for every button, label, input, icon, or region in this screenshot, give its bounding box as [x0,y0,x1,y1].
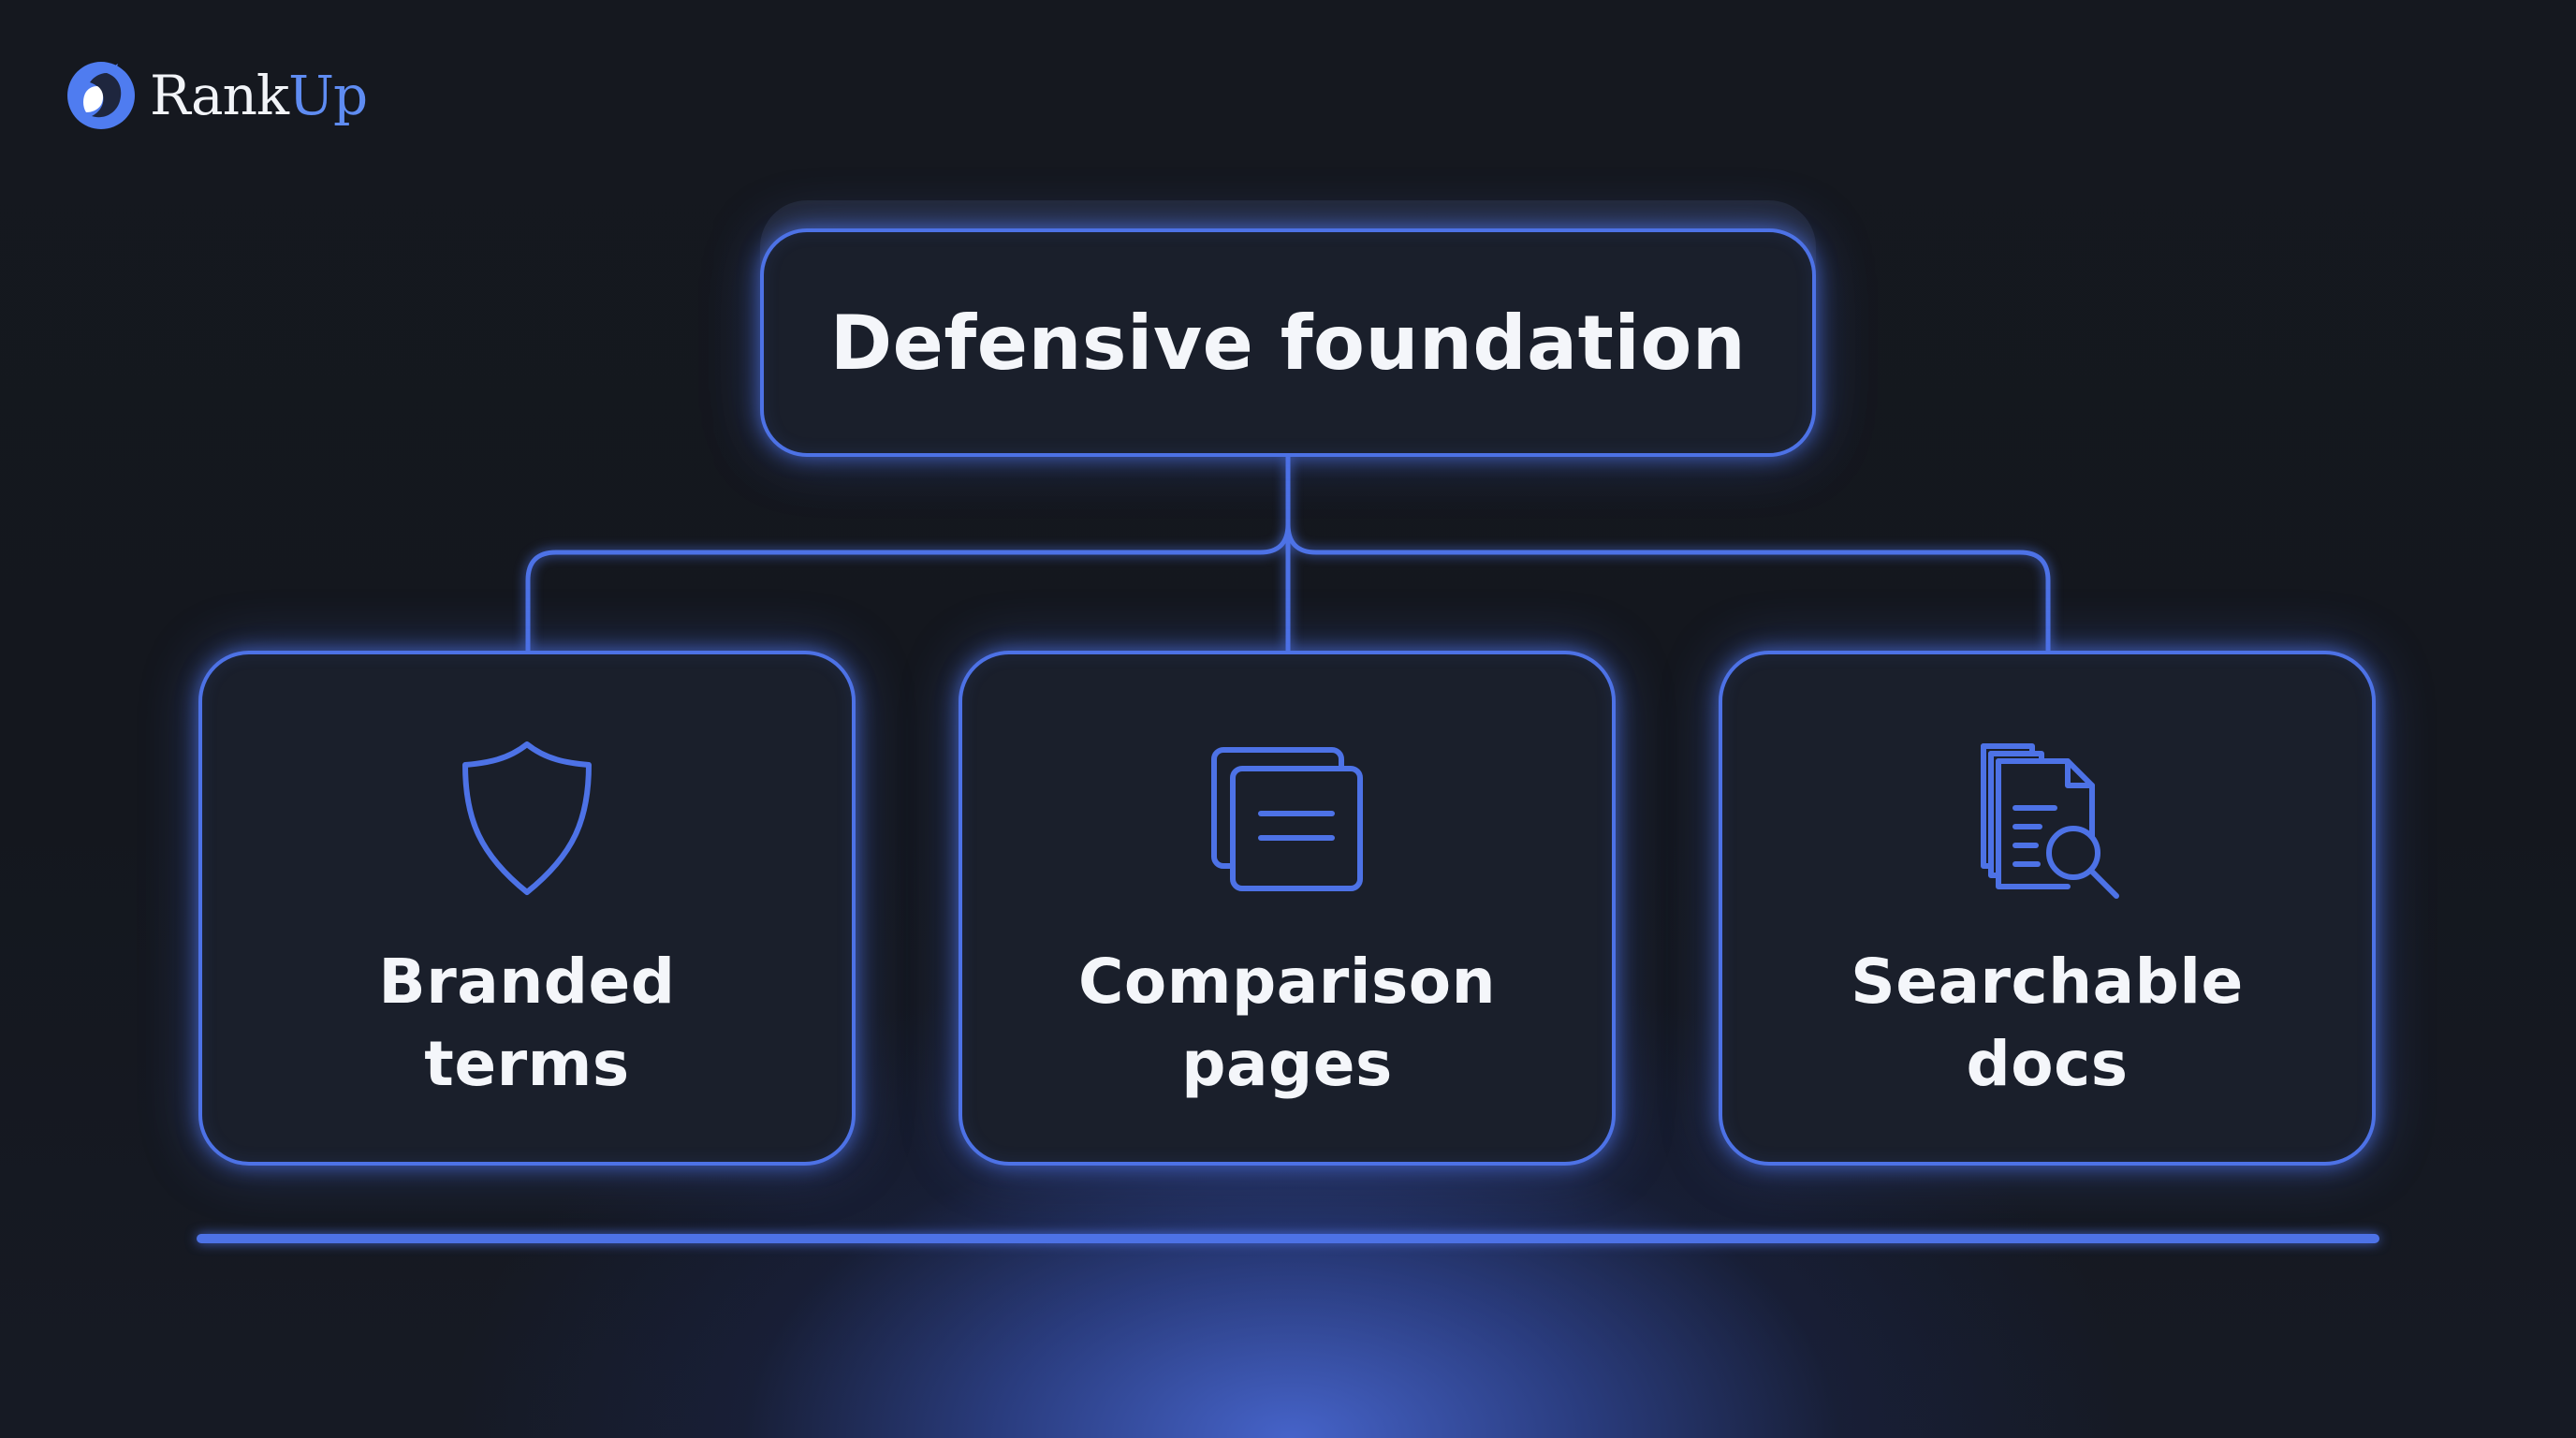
child-node-branded-terms: Branded terms [198,651,856,1166]
child-label-line1: Comparison [1077,946,1497,1018]
brand-logo: RankUp [66,58,368,133]
connector-right-branch [1285,521,2051,653]
root-node-title: Defensive foundation [829,299,1747,387]
child-label-line1: Searchable [1851,946,2244,1018]
brand-name: RankUp [150,64,368,127]
stacked-pages-icon [1211,747,1363,891]
rankup-logo-icon [67,62,135,129]
child-node-searchable-docs: Searchable docs [1719,651,2376,1166]
brand-name-accent: Up [288,64,368,127]
child-label-comparison-pages: Comparison pages [962,941,1612,1106]
connector-left-branch [525,550,1263,653]
child-label-line2: terms [424,1028,630,1100]
connector-root-stem [1257,454,1291,555]
child-label-line1: Branded [378,946,676,1018]
document-search-icon [1981,743,2119,899]
shield-icon [462,741,592,895]
child-label-branded-terms: Branded terms [202,941,852,1106]
bottom-accent-bar [197,1234,2379,1243]
child-label-line2: docs [1966,1028,2129,1100]
child-node-comparison-pages: Comparison pages [959,651,1616,1166]
child-label-searchable-docs: Searchable docs [1722,941,2372,1106]
root-node: Defensive foundation [760,228,1816,457]
brand-name-main: Rank [150,64,289,127]
child-label-line2: pages [1181,1028,1393,1100]
